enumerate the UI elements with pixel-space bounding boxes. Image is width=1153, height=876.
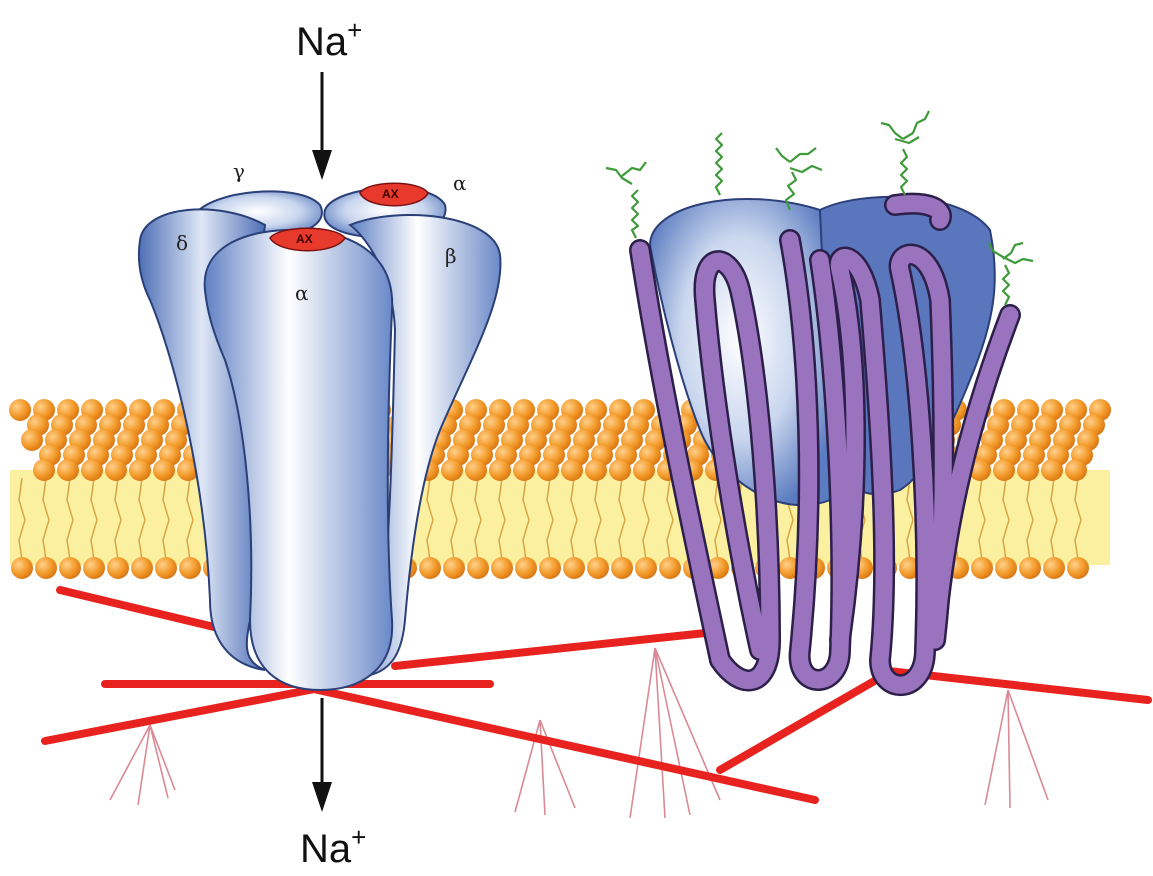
lipid-head [1041, 459, 1063, 481]
lipid-head [419, 557, 441, 579]
cytoskeleton [45, 590, 1148, 818]
lipid-head [635, 557, 657, 579]
glycoprotein [606, 111, 1033, 685]
ax-label-1: AX [296, 232, 313, 246]
subunit-alpha-back-label: α [453, 171, 467, 195]
lipid-head [105, 459, 127, 481]
na-bottom-label: Na+ [300, 822, 366, 871]
lipid-head [35, 557, 57, 579]
lipid-head [993, 459, 1015, 481]
ax-label-2: AX [382, 187, 399, 201]
lipid-head [1017, 459, 1039, 481]
lipid-head [995, 557, 1017, 579]
arrow-down-icon [312, 698, 332, 812]
lipid-head [81, 459, 103, 481]
lipid-head [83, 557, 105, 579]
lipid-head [11, 557, 33, 579]
lipid-head [33, 459, 55, 481]
lipid-head [59, 557, 81, 579]
lipid-head [467, 557, 489, 579]
lipid-head [539, 557, 561, 579]
subunit-delta-label: δ [176, 231, 188, 255]
lipid-head [513, 459, 535, 481]
lipid-head [561, 459, 583, 481]
lipid-head [21, 429, 43, 451]
lipid-head [659, 557, 681, 579]
lipid-head [633, 459, 655, 481]
subunit-alpha-front-label: α [295, 281, 309, 305]
na-efflux-bottom: Na+ [300, 698, 366, 871]
lipid-head [585, 459, 607, 481]
lipid-head [9, 399, 31, 421]
lipid-head [1067, 557, 1089, 579]
lipid-head [443, 557, 465, 579]
actin-filaments [45, 590, 1148, 800]
lipid-head [563, 557, 585, 579]
na-top-label: Na+ [296, 15, 362, 64]
na-influx-top: Na+ [296, 15, 362, 180]
lipid-head [155, 557, 177, 579]
lipid-head [1065, 459, 1087, 481]
lipid-head [515, 557, 537, 579]
lipid-head [465, 459, 487, 481]
lipid-head [57, 459, 79, 481]
lipid-head [587, 557, 609, 579]
lipid-head [609, 459, 631, 481]
subunit-gamma-label: γ [233, 159, 245, 183]
lipid-head [179, 557, 201, 579]
lipid-head [107, 557, 129, 579]
arrow-down-icon [312, 72, 332, 180]
lipid-head [537, 459, 559, 481]
lipid-head [971, 557, 993, 579]
lipid-head [491, 557, 513, 579]
lipid-head [1019, 557, 1041, 579]
lipid-head [153, 459, 175, 481]
lipid-head [129, 459, 151, 481]
subunit-beta-label: β [445, 244, 457, 268]
lipid-head [489, 459, 511, 481]
lipid-head [1043, 557, 1065, 579]
lipid-head [441, 459, 463, 481]
lipid-head [131, 557, 153, 579]
lipid-head [611, 557, 633, 579]
